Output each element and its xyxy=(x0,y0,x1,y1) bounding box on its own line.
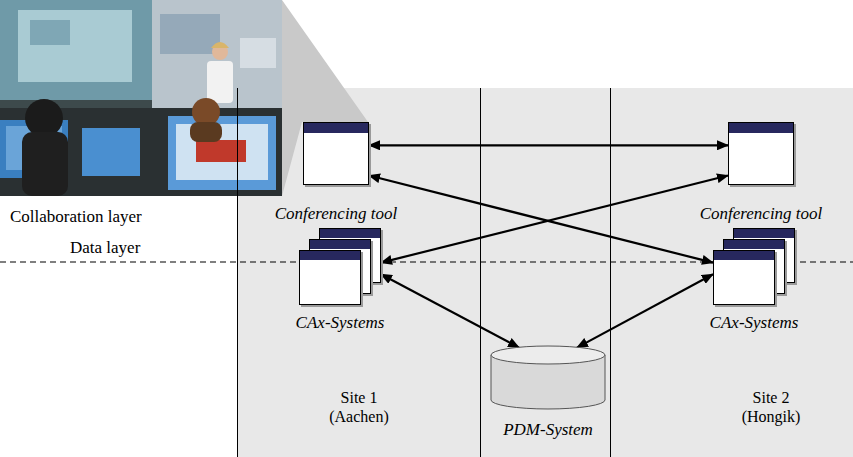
site-ground xyxy=(237,88,853,457)
title-bar xyxy=(300,251,360,260)
cax-window-stack: CAx-Systems xyxy=(299,228,381,305)
title-bar xyxy=(724,240,784,249)
title-bar xyxy=(310,240,370,249)
layer-label: Data layer xyxy=(70,238,140,258)
callout-wedge xyxy=(282,0,368,196)
title-bar xyxy=(729,123,793,133)
node-label: Conferencing tool xyxy=(700,204,823,224)
title-bar xyxy=(304,123,368,133)
database-cylinder: PDM-System xyxy=(490,345,606,410)
node-label: Conferencing tool xyxy=(275,204,398,224)
connector-arrow xyxy=(381,274,519,347)
cylinder-outline xyxy=(490,345,606,410)
column-divider xyxy=(480,88,481,457)
cax-window xyxy=(299,250,361,305)
title-bar xyxy=(714,251,774,260)
site-label: Site 1 (Aachen) xyxy=(319,388,399,426)
title-bar xyxy=(734,229,794,238)
node-label: CAx-Systems xyxy=(296,313,385,333)
connector-arrow xyxy=(369,144,728,146)
cax-window-stack: CAx-Systems xyxy=(713,228,795,305)
classroom-photo xyxy=(0,0,282,196)
layer-label: Collaboration layer xyxy=(10,207,142,227)
title-bar xyxy=(320,229,380,238)
cax-window xyxy=(713,250,775,305)
site-label: Site 2 (Hongik) xyxy=(731,388,811,426)
connector-arrow xyxy=(381,176,728,263)
site-column: Site 2 (Hongik) Conferencing toolCAx-Syst… xyxy=(610,88,853,457)
node-label: CAx-Systems xyxy=(710,313,799,333)
connector-arrow xyxy=(577,274,713,347)
node-label: PDM-System xyxy=(503,420,593,440)
connector-arrow xyxy=(369,176,713,263)
site-column: Site 1 (Aachen) Conferencing toolCAx-Syst… xyxy=(237,88,480,457)
conferencing-window: Conferencing tool xyxy=(728,122,794,185)
conferencing-window: Conferencing tool xyxy=(303,122,369,185)
